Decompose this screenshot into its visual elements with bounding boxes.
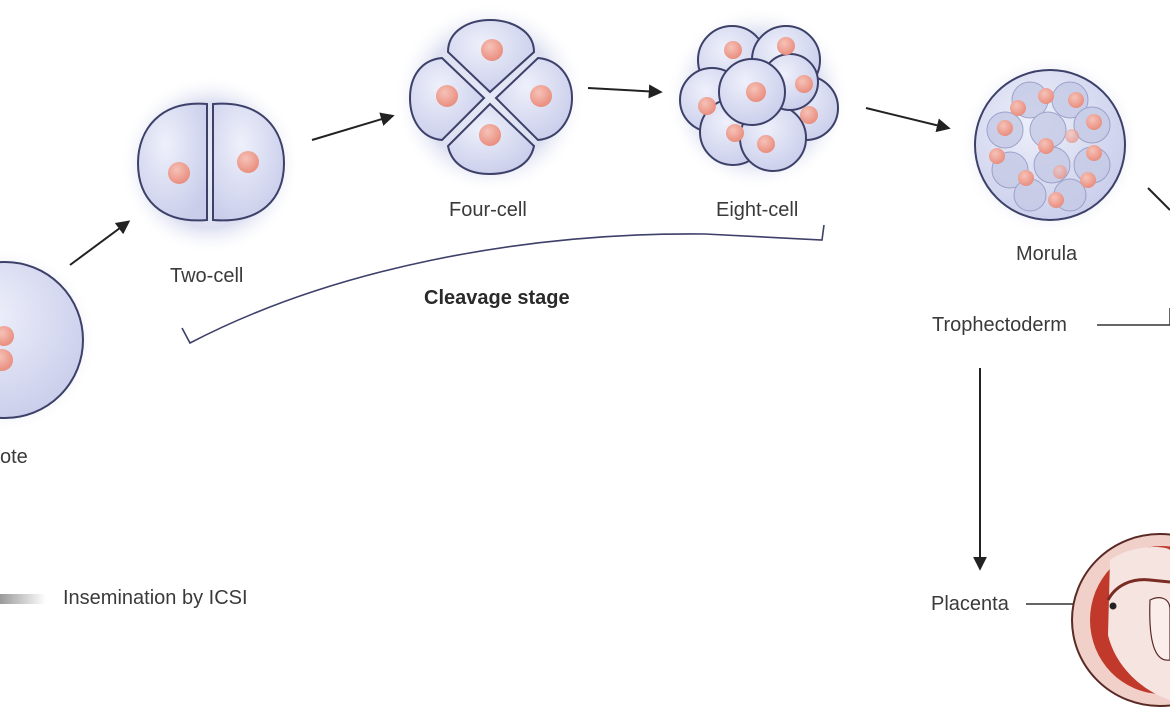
arrow-morula-to-next: [1147, 187, 1170, 211]
label-zygote: ote: [0, 446, 28, 468]
label-insemination-icsi: Insemination by ICSI: [63, 587, 248, 609]
uterus-illustration: [1071, 533, 1170, 707]
label-cleavage-stage: Cleavage stage: [424, 287, 570, 309]
cleavage-stage-bracket: [181, 224, 825, 345]
eight-cell-embryo: [666, 6, 850, 190]
label-four-cell: Four-cell: [449, 199, 527, 221]
four-cell-embryo: [394, 2, 586, 194]
arrow-four-cell-to-eight-cell: [587, 84, 663, 99]
arrow-two-cell-to-four-cell: [311, 112, 395, 141]
arrow-zygote-to-two-cell: [69, 220, 131, 266]
zygote: [0, 248, 97, 432]
icsi-legend-swatch: [0, 594, 46, 604]
label-morula: Morula: [1016, 243, 1078, 265]
morula: [960, 55, 1140, 235]
arrow-eight-cell-to-morula: [865, 107, 951, 133]
label-eight-cell: Eight-cell: [716, 199, 799, 221]
label-two-cell: Two-cell: [170, 265, 244, 287]
label-trophectoderm: Trophectoderm: [932, 314, 1067, 336]
label-placenta: Placenta: [931, 593, 1009, 615]
two-cell-embryo: [120, 75, 300, 255]
trophectoderm-leader-line: [1097, 308, 1170, 326]
